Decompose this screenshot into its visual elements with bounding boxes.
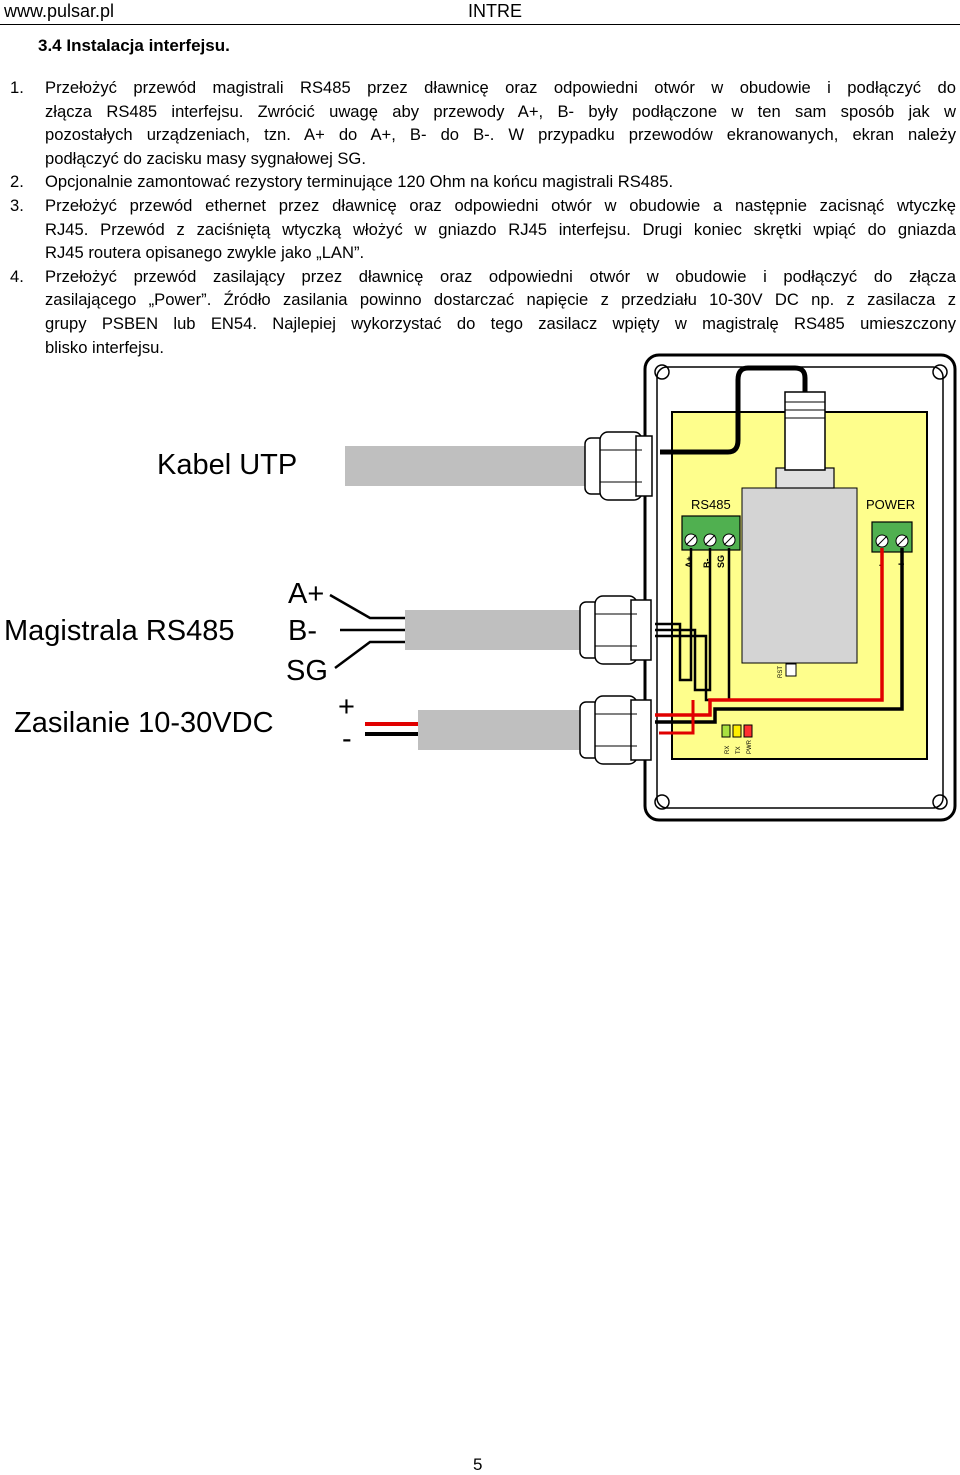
instruction-item-2: 2. Opcjonalnie zamontować rezystory term…	[10, 170, 956, 194]
page-number: 5	[473, 1455, 483, 1474]
rs485-cable	[405, 610, 580, 650]
header-title: INTRE	[468, 1, 522, 21]
text-line: podłączyć do zacisku masy sygnałowej SG.	[45, 148, 366, 168]
led-pwr	[743, 724, 753, 738]
label-wire-minus: -	[342, 723, 352, 755]
item-number: 1.	[10, 78, 24, 97]
power-cable	[418, 710, 580, 750]
module-cover	[741, 487, 858, 664]
cable-glands	[579, 431, 653, 765]
label-wire-a: A+	[288, 578, 324, 610]
item-text: Przełożyć przewód zasilający przez dławn…	[45, 265, 956, 359]
gland-rs485	[579, 595, 652, 665]
term-a-label: A+	[684, 556, 694, 568]
item-text: Opcjonalnie zamontować rezystory terminu…	[45, 170, 956, 194]
instruction-list: 1. Przełożyć przewód magistrali RS485 pr…	[10, 76, 956, 359]
text-line: Przełożyć przewód zasilający przez dławn…	[45, 266, 956, 286]
rj45-plug	[784, 391, 826, 471]
instruction-item-4: 4. Przełożyć przewód zasilający przez dł…	[10, 265, 956, 359]
wiring-diagram: RS485 A+ B- SG POWER - + RST RX TX PWR	[4, 353, 957, 822]
text-line: grupy PSBEN lub EN54. Najlepiej wykorzys…	[45, 313, 956, 333]
item-number: 4.	[10, 266, 24, 286]
external-cables	[329, 446, 585, 750]
text-line: Przełożyć przewód ethernet przez dławnic…	[45, 195, 956, 215]
instruction-item-3: 3. Przełożyć przewód ethernet przez dław…	[10, 194, 956, 265]
item-number: 2.	[10, 172, 24, 192]
utp-cable	[345, 446, 585, 486]
led-tx	[732, 724, 742, 738]
text-line: blisko interfejsu.	[45, 337, 164, 357]
text-line: RJ45 routera opisanego zwykle jako „LAN”…	[45, 243, 365, 263]
instruction-item-1: 1. Przełożyć przewód magistrali RS485 pr…	[10, 76, 956, 170]
term-sg-label: SG	[716, 555, 726, 568]
rj45-socket	[775, 467, 835, 489]
internal-wiring	[655, 548, 904, 735]
header-url: www.pulsar.pl	[4, 1, 115, 21]
text-line: zasilającego „Power”. Źródło zasilania p…	[45, 290, 956, 310]
gland-power	[579, 695, 652, 765]
label-utp: Kabel UTP	[157, 449, 297, 481]
item-text: Przełożyć przewód magistrali RS485 przez…	[45, 76, 956, 170]
page-header: www.pulsar.pl INTRE	[0, 0, 960, 25]
item-number: 3.	[10, 195, 24, 215]
led-rx	[721, 724, 731, 738]
text-line: Opcjonalnie zamontować rezystory terminu…	[45, 172, 674, 192]
diagram-labels: Kabel UTP Magistrala RS485 A+ B- SG Zasi…	[4, 449, 355, 755]
text-line: Przełożyć przewód magistrali RS485 przez…	[45, 78, 956, 97]
led-rx-label: RX	[725, 746, 731, 754]
gland-utp	[584, 431, 653, 501]
rst-jumper	[785, 663, 797, 677]
item-text: Przełożyć przewód ethernet przez dławnic…	[45, 194, 956, 265]
label-power: Zasilanie 10-30VDC	[14, 707, 274, 739]
text-line: RJ45. Przewód z zaciśniętą wtyczką włoży…	[45, 219, 956, 239]
text-line: pozostałych urządzeniach, tzn. A+ do A+,…	[45, 125, 956, 145]
jumper-label: RST	[778, 666, 784, 678]
label-wire-b: B-	[288, 615, 317, 647]
label-wire-plus: +	[338, 691, 355, 723]
led-pwr-label: PWR	[747, 739, 753, 754]
power-terminal-label: POWER	[866, 497, 915, 512]
rs485-terminal-label: RS485	[691, 497, 731, 512]
term-b-label: B-	[702, 559, 712, 569]
label-wire-sg: SG	[286, 655, 328, 687]
led-tx-label: TX	[736, 746, 742, 754]
text-line: złącza RS485 interfejsu. Zwrócić uwagę a…	[45, 101, 956, 121]
label-rs485: Magistrala RS485	[4, 615, 235, 647]
section-title: 3.4 Instalacja interfejsu.	[38, 36, 230, 55]
